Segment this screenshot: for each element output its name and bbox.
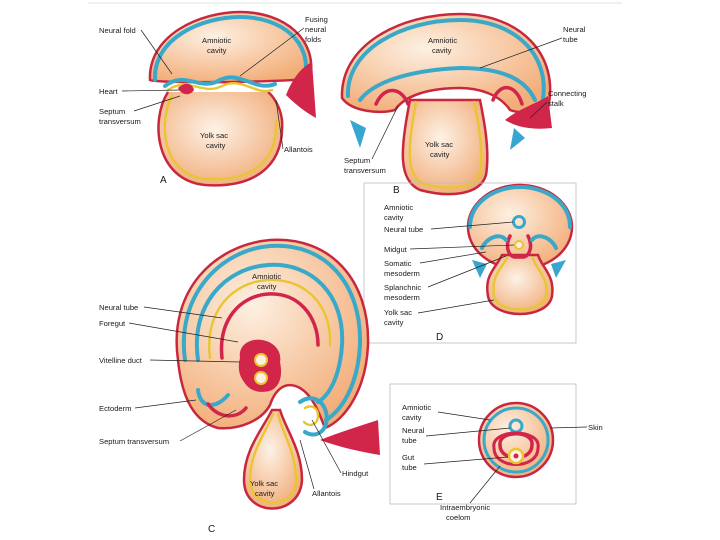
panel-d: D Amniotic cavity Neural tube Midgut Som… — [363, 182, 577, 344]
fusing-neural-folds-label-2: neural — [305, 25, 326, 34]
amniotic-cavity-e-label-2: cavity — [402, 413, 422, 422]
amniotic-cavity-a — [148, 10, 313, 84]
neural-tube-c-label: Neural tube — [99, 303, 138, 312]
panel-e: E Amniotic cavity Skin Neural tube Gut t… — [389, 383, 603, 522]
intraembryonic-coelom-label-2: coelom — [446, 513, 470, 522]
neural-fold-label: Neural fold — [99, 26, 136, 35]
septum-transversum-c-label: Septum transversum — [99, 437, 169, 446]
midgut-d — [514, 240, 524, 250]
intraembryonic-coelom-label-1: Intraembryonic — [440, 503, 490, 512]
yolk-sac-cavity-b-label-2: cavity — [430, 150, 450, 159]
allantois-c-label: Allantois — [312, 489, 341, 498]
connecting-stalk-b-label-1: Connecting — [548, 89, 586, 98]
connecting-stalk-b-label-2: stalk — [548, 99, 564, 108]
panel-letter-d: D — [436, 332, 443, 343]
neural-tube-d — [512, 215, 526, 229]
yolk-sac-cavity-c-label-1: Yolk sac — [250, 479, 278, 488]
splanchnic-mesoderm-label-2: mesoderm — [384, 293, 420, 302]
septum-transversum-a-label-2: transversum — [99, 117, 141, 126]
connecting-stalk-a — [286, 62, 316, 118]
amniotic-cavity-e-label-1: Amniotic — [402, 403, 431, 412]
amniotic-cavity-c-label-1: Amniotic — [252, 272, 281, 281]
heart-a — [178, 83, 194, 95]
amniotic-cavity-c — [175, 238, 370, 430]
panel-c: C Amniotic cavity Neural tube Foregut Vi… — [99, 238, 380, 535]
yolk-sac-b — [401, 98, 489, 196]
yolk-sac-cavity-d-label-2: cavity — [384, 318, 404, 327]
yolk-sac-cavity-b-label-1: Yolk sac — [425, 140, 453, 149]
connecting-stalk-b — [505, 96, 552, 129]
panel-letter-c: C — [208, 524, 215, 535]
gut-tube-e-label-2: tube — [402, 463, 417, 472]
yolk-sac-cavity-a-label-2: cavity — [206, 141, 226, 150]
septum-transversum-a-label-1: Septum — [99, 107, 125, 116]
amniotic-cavity-b-label-1: Amniotic — [428, 36, 457, 45]
skin-e-label: Skin — [588, 423, 603, 432]
somatic-mesoderm-label-2: mesoderm — [384, 269, 420, 278]
panel-a: A Neural fold Fusing neural folds Amniot… — [99, 10, 328, 187]
allantois-a-label: Allantois — [284, 145, 313, 154]
vitelline-duct-c-label: Vitelline duct — [99, 356, 143, 365]
hindgut-c-label: Hindgut — [342, 469, 369, 478]
somatic-mesoderm-label-1: Somatic — [384, 259, 412, 268]
yolk-sac-d — [485, 253, 554, 316]
heart-label: Heart — [99, 87, 118, 96]
neural-tube-e-label-1: Neural — [402, 426, 425, 435]
splanchnic-mesoderm-label-1: Splanchnic — [384, 283, 421, 292]
yolk-sac-c — [242, 408, 304, 510]
midgut-d-label: Midgut — [384, 245, 408, 254]
fusing-neural-folds-label-1: Fusing — [305, 15, 328, 24]
yolk-sac-a — [157, 91, 284, 187]
amniotic-cavity-a-label-1: Amniotic — [202, 36, 231, 45]
neural-tube-b-label-2: tube — [563, 35, 578, 44]
ectoderm-c-label: Ectoderm — [99, 404, 132, 413]
panel-letter-b: B — [393, 185, 400, 196]
yolk-sac-cavity-c-label-2: cavity — [255, 489, 275, 498]
panel-b: B Amniotic cavity Neural tube Connecting… — [340, 12, 586, 196]
neural-tube-b-label-1: Neural — [563, 25, 586, 34]
amniotic-cavity-d-label-1: Amniotic — [384, 203, 413, 212]
fusing-neural-folds-label-3: folds — [305, 35, 321, 44]
connecting-stalk-c — [320, 420, 380, 455]
foregut-c-label: Foregut — [99, 319, 126, 328]
neural-tube-d-label: Neural tube — [384, 225, 423, 234]
septum-transversum-b-label-2: transversum — [344, 166, 386, 175]
neural-tube-e-label-2: tube — [402, 436, 417, 445]
septum-transversum-b-label-1: Septum — [344, 156, 370, 165]
amniotic-cavity-d-label-2: cavity — [384, 213, 404, 222]
amniotic-cavity-c-label-2: cavity — [257, 282, 277, 291]
panel-letter-e: E — [436, 492, 443, 503]
yolk-sac-cavity-d-label-1: Yolk sac — [384, 308, 412, 317]
yolk-sac-cavity-a-label-1: Yolk sac — [200, 131, 228, 140]
amniotic-cavity-b-label-2: cavity — [432, 46, 452, 55]
gut-tube-e-label-1: Gut — [402, 453, 415, 462]
amniotic-cavity-a-label-2: cavity — [207, 46, 227, 55]
panel-letter-a: A — [160, 175, 167, 186]
